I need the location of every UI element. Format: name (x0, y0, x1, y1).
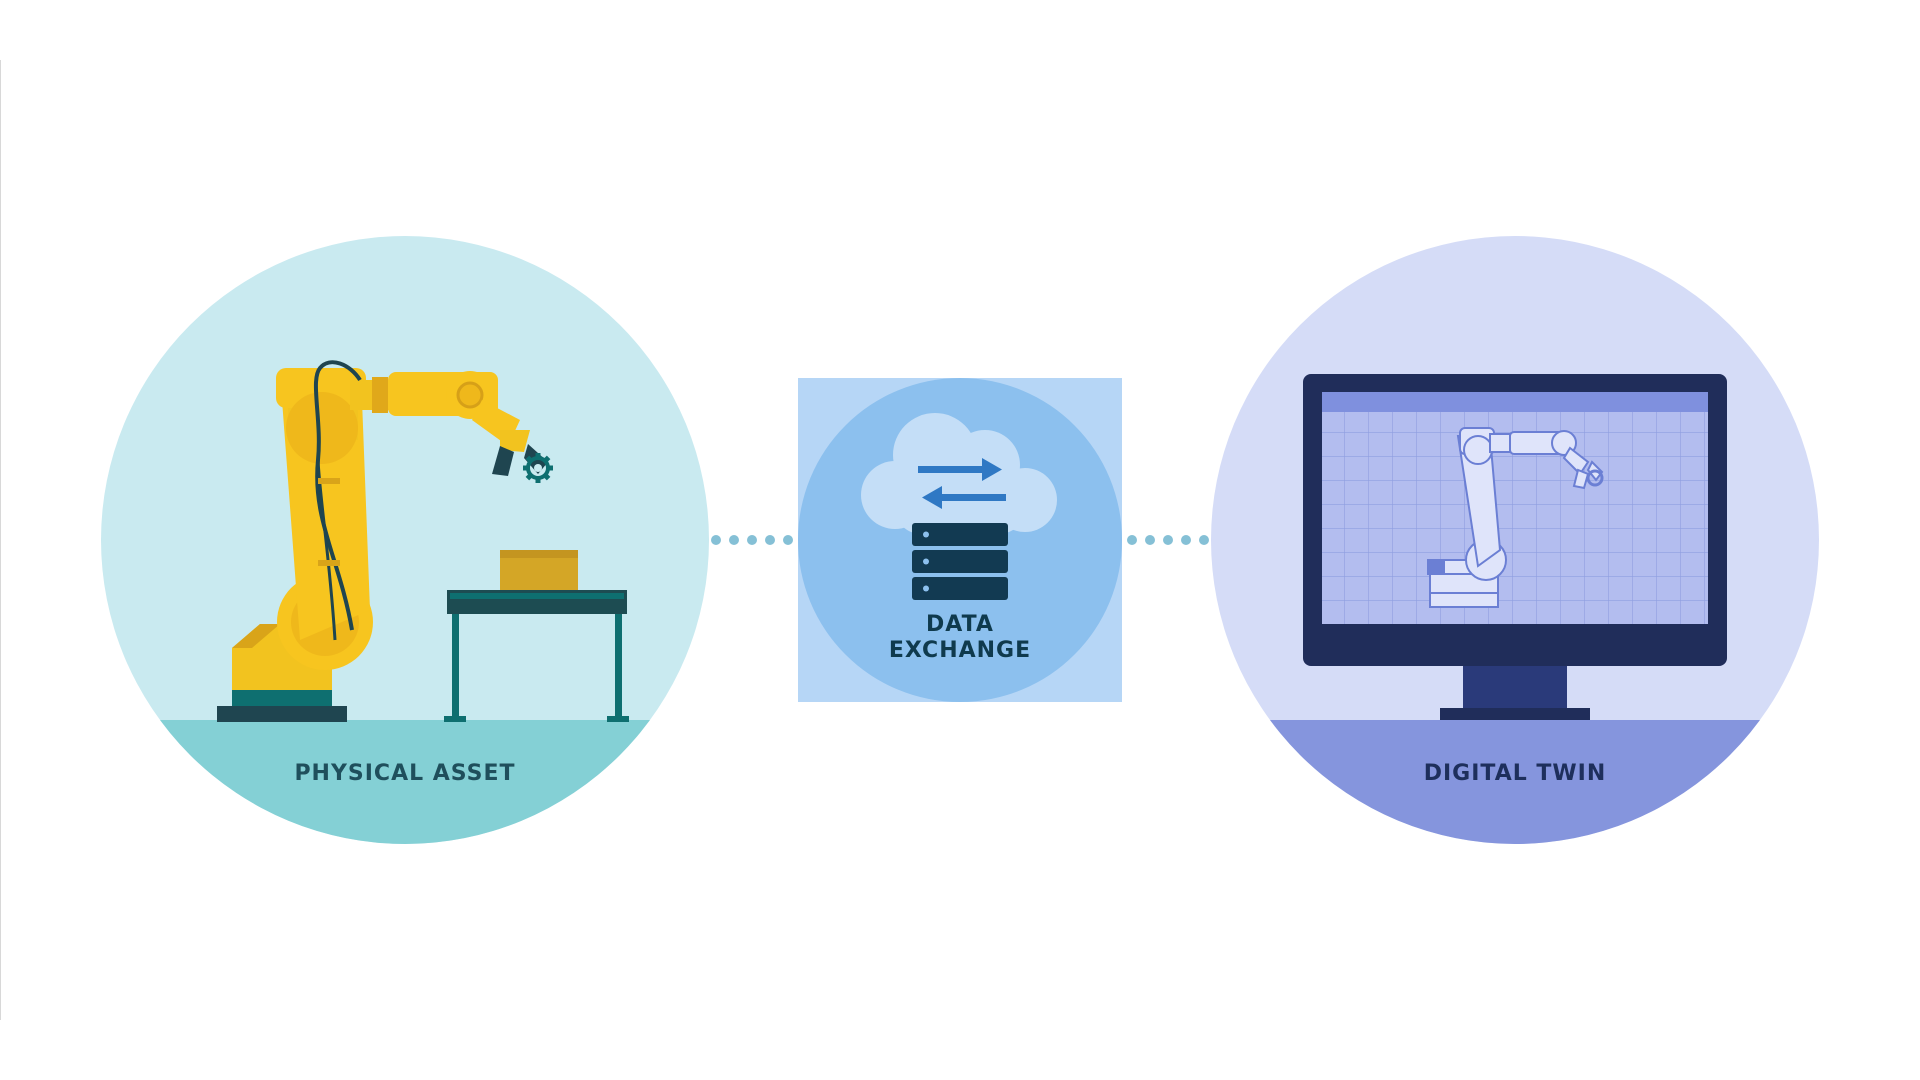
physical-asset-label: PHYSICAL ASSET (294, 761, 516, 786)
data-exchange-label-line2: EXCHANGE (888, 638, 1032, 663)
gear-icon (1586, 469, 1604, 487)
digital-twin-label: DIGITAL TWIN (1423, 761, 1607, 786)
data-exchange-node (798, 378, 1122, 702)
conveyor-table-icon (444, 590, 629, 722)
server-stack-icon (912, 523, 1008, 600)
data-exchange-label-line1: DATA (926, 612, 994, 637)
cargo-box-icon (500, 550, 578, 590)
gear-icon (523, 453, 553, 483)
data-exchange-label: DATA EXCHANGE (850, 612, 1070, 664)
physical-floor (101, 720, 709, 844)
transfer-arrows-icon (918, 458, 1006, 509)
connector-right (1127, 535, 1209, 545)
digital-floor (1211, 720, 1819, 844)
connector-left (711, 535, 793, 545)
left-edge-line (0, 60, 1, 1020)
robot-arm-blueprint-icon (1427, 427, 1604, 608)
robot-arm-icon (217, 360, 548, 722)
